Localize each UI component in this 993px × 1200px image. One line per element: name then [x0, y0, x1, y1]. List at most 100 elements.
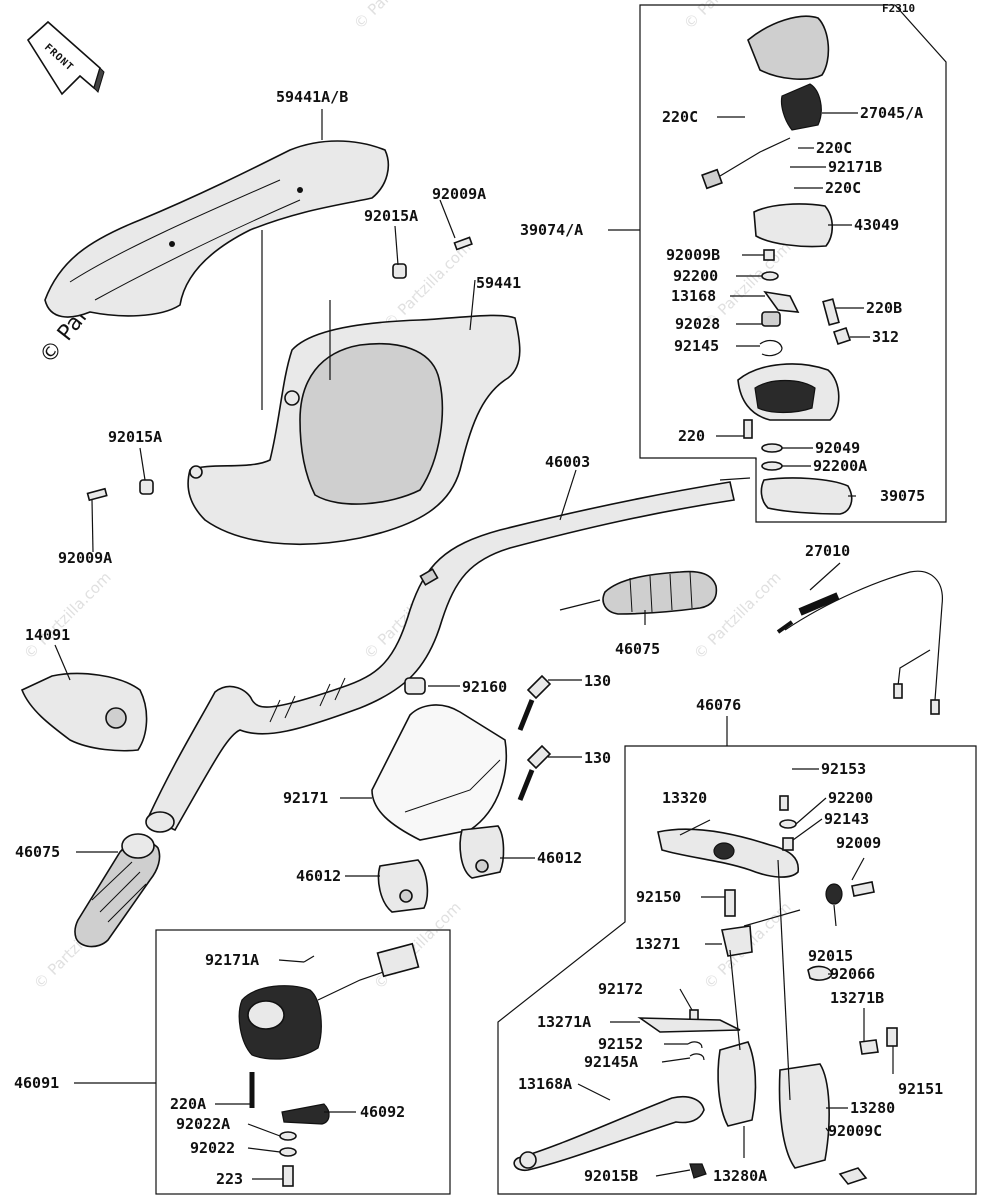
callout-label: 92009C [828, 1122, 882, 1140]
callout-label: 43049 [854, 216, 899, 234]
assembly-box-46091 [155, 929, 451, 1195]
callout-label: 92200 [828, 789, 873, 807]
lever-39075 [760, 477, 853, 515]
handlebar-cover-59441 [187, 314, 521, 545]
callout-label: 92145 [674, 337, 719, 355]
callout-label: 92015B [584, 1167, 638, 1185]
collar-92160 [404, 677, 426, 695]
callout-label: 92171 [283, 789, 328, 807]
callout-label: 13271A [537, 1013, 591, 1031]
bolt-92009A-upper [453, 236, 473, 251]
callout-label: 220C [662, 108, 698, 126]
callout-label: 13168A [518, 1075, 572, 1093]
callout-label: 220 [678, 427, 705, 445]
leader-lines [54, 109, 894, 1180]
watermark: © Partzilla.com [350, 0, 445, 33]
callout-label: 92066 [830, 965, 875, 983]
callout-label: 46012 [537, 849, 582, 867]
callout-label: 92171B [828, 158, 882, 176]
callout-label: 220C [816, 139, 852, 157]
callout-label: 13271 [635, 935, 680, 953]
callout-label: 92143 [824, 810, 869, 828]
handlebar-46003 [145, 481, 735, 833]
bolt-92009A-left [86, 487, 108, 502]
clamp-46012-right [459, 825, 505, 879]
callout-label: 92015A [364, 207, 418, 225]
watermark: © Partzilla.com [20, 568, 115, 663]
bolt-130-lower [517, 744, 552, 801]
callout-labels: 59441A/B 92009A 92015A 59441 92015A 9200… [14, 88, 943, 1188]
callout-label: 92160 [462, 678, 507, 696]
cable-27010 [776, 570, 943, 715]
collar-92015A-upper [392, 263, 407, 279]
collar-92015A-left [139, 479, 154, 495]
throttle-body-lower [737, 363, 840, 471]
callout-label: 46091 [14, 1074, 59, 1092]
callout-label: 92145A [584, 1053, 638, 1071]
callout-label: 130 [584, 749, 611, 767]
callout-label: 220A [170, 1095, 206, 1113]
callout-label: 92151 [898, 1080, 943, 1098]
cover-43049 [753, 203, 834, 248]
callout-label: 223 [216, 1170, 243, 1188]
lever-13168A [513, 1095, 705, 1172]
lower-left-small-parts [249, 1072, 330, 1187]
callout-label: 92015A [108, 428, 162, 446]
callout-label: 92022A [176, 1115, 230, 1133]
guard-92171 [371, 704, 508, 841]
assembly-box-46076 [497, 745, 977, 1195]
callout-label: 46092 [360, 1103, 405, 1121]
callout-label: 312 [872, 328, 899, 346]
callout-label: 27045/A [860, 104, 923, 122]
callout-label: 46075 [615, 640, 660, 658]
grip-46075-left [74, 833, 161, 948]
callout-label: 92009 [836, 834, 881, 852]
callout-label: 92009A [58, 549, 112, 567]
callout-label: 92028 [675, 315, 720, 333]
callout-label: 46076 [696, 696, 741, 714]
callout-label: 39074/A [520, 221, 583, 239]
handlebar-cover-59441AB [44, 140, 389, 318]
callout-label: 13320 [662, 789, 707, 807]
callout-label: 92009B [666, 246, 720, 264]
grip-46075-right [602, 570, 718, 615]
callout-label: 59441A/B [276, 88, 348, 106]
callout-label: 13168 [671, 287, 716, 305]
callout-label: 92009A [432, 185, 486, 203]
callout-label: 46003 [545, 453, 590, 471]
callout-label: 220B [866, 299, 902, 317]
callout-label: 92049 [815, 439, 860, 457]
callout-label: 92172 [598, 980, 643, 998]
switch-housing-46091 [238, 942, 420, 1060]
throttle-housing-27045 [701, 15, 830, 190]
callout-label: 13280A [713, 1167, 767, 1185]
callout-label: 46075 [15, 843, 60, 861]
lever-13320 [657, 828, 799, 878]
callout-label: 92152 [598, 1035, 643, 1053]
small-parts-upper-right [759, 249, 852, 357]
callout-label: 92153 [821, 760, 866, 778]
lower-right-small-parts [637, 795, 898, 1185]
callout-label: 92150 [636, 888, 681, 906]
callout-label: 59441 [476, 274, 521, 292]
callout-label: 13271B [830, 989, 884, 1007]
bolt-130-upper [517, 674, 552, 731]
callout-label: 14091 [25, 626, 70, 644]
front-arrow: FRONT [26, 20, 105, 96]
callout-label: 92200 [673, 267, 718, 285]
switch-14091 [20, 672, 148, 752]
callout-label: 130 [584, 672, 611, 690]
callout-label: 27010 [805, 542, 850, 560]
callout-label: 39075 [880, 487, 925, 505]
bracket-13280 [717, 1041, 830, 1169]
callout-label: 220C [825, 179, 861, 197]
callout-label: 92022 [190, 1139, 235, 1157]
assembly-box-39074A [639, 4, 947, 523]
callout-label: 92171A [205, 951, 259, 969]
callout-label: 92015 [808, 947, 853, 965]
clamp-46012-left [377, 859, 429, 913]
callout-label: 92200A [813, 457, 867, 475]
callout-label: 13280 [850, 1099, 895, 1117]
callout-label: 46012 [296, 867, 341, 885]
